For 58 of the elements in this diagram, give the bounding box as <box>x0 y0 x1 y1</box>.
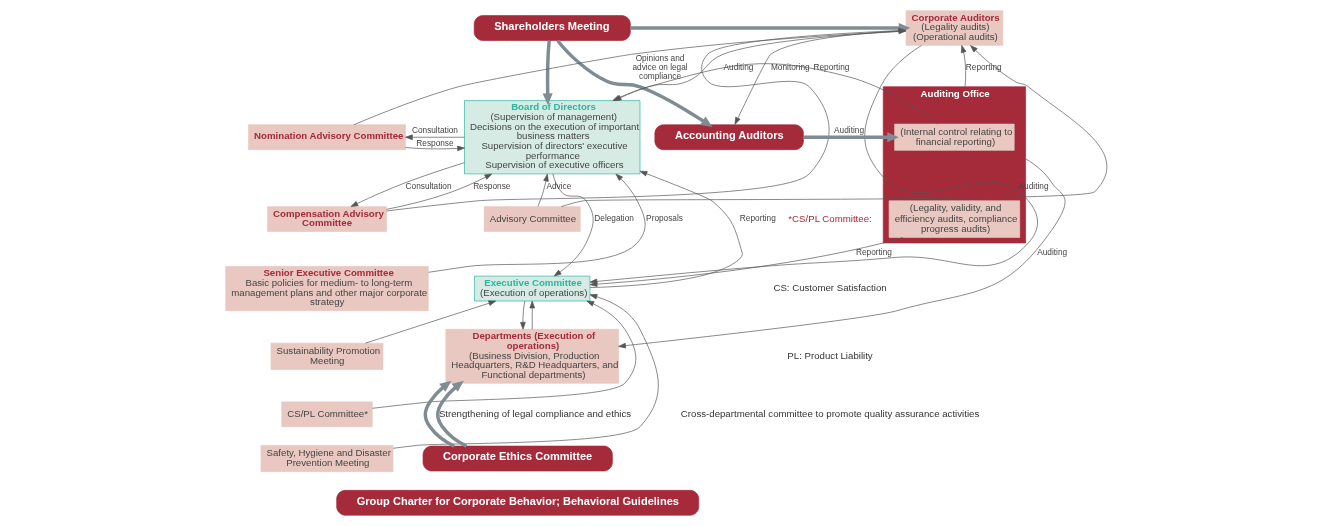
node-box: CS/PL Committee* <box>281 401 373 428</box>
arrow <box>552 173 594 277</box>
arrow <box>803 132 899 143</box>
edge-label: Reporting <box>855 247 892 258</box>
arrow <box>556 39 713 128</box>
edge-label: Consultation <box>411 124 458 135</box>
label: Strengthening of legal compliance and ethics <box>438 407 632 419</box>
arrow <box>618 158 1066 349</box>
arrow <box>405 134 465 140</box>
arrow <box>405 145 465 152</box>
node-box: Executive Committee (Execution of operations) <box>474 275 591 302</box>
arrow <box>520 300 526 330</box>
arrow <box>386 173 493 210</box>
node-box: Corporate Auditors (Legality audits) (Operational audits) <box>905 10 1004 46</box>
edge-label: Auditing <box>834 124 865 135</box>
arrow <box>392 294 659 449</box>
edge-label: Response <box>416 137 454 148</box>
edge-label: Reporting <box>739 213 776 224</box>
label: CS: Customer Satisfaction <box>773 282 887 294</box>
label: *CS/PL Committee: <box>788 212 872 224</box>
edge-label: Reporting <box>965 61 1002 72</box>
node-box: Sustainability Promotion Meeting <box>270 342 384 370</box>
edge-label: Auditing <box>723 61 754 72</box>
node-box: Accounting Auditors <box>654 124 804 151</box>
node-box: (Internal control relating to financial reporting) <box>894 123 1015 151</box>
edge-label: Monitoring <box>770 61 810 72</box>
arrow <box>350 162 465 207</box>
edge-label: Consultation <box>405 181 452 192</box>
arrow <box>537 173 549 207</box>
arrow <box>365 300 497 344</box>
label: Cross-departmental committee to promote quality assurance activities <box>680 407 980 419</box>
edge-label: Proposals <box>646 213 683 224</box>
node-box: Corporate Ethics Committee <box>422 445 613 472</box>
arrow <box>428 173 646 273</box>
arrow <box>960 45 967 88</box>
node-box: Departments (Execution of operations) (Business Division, Production Headquarters, R&D Headquarters, and Functional departments) <box>445 329 619 384</box>
node-box: Board of Directors (Supervision of management) Decisions on the execution of important business matters Supervision of directors' executive performance Supervision of executive officers <box>464 100 641 175</box>
arrow <box>423 380 455 448</box>
node-box: Nomination Advisory Committee <box>248 124 406 151</box>
node-box: (Legality, validity, and efficiency audits, compliance progress audits) <box>888 200 1021 238</box>
label: PL: Product Liability <box>787 349 873 361</box>
node-box: Advisory Committee <box>483 206 581 232</box>
arrow <box>436 380 468 448</box>
node-box: Shareholders Meeting <box>473 15 631 41</box>
node-box: Group Charter for Corporate Behavior; Behavioral Guidelines <box>336 490 700 516</box>
arrow <box>542 40 553 105</box>
edge-label: Opinions and advice on legal compliance <box>632 52 688 81</box>
node-box: Safety, Hygiene and Disaster Prevention Meeting <box>260 445 394 473</box>
arrow <box>529 300 535 330</box>
arrow <box>372 300 637 409</box>
arrow <box>560 45 1108 207</box>
edge-label: Reporting <box>813 61 850 72</box>
node-box: Compensation Advisory Committee <box>267 206 387 232</box>
edge-label: Advice <box>546 181 572 192</box>
node-box: Senior Executive Committee Basic policies for medium- to long-term management plans and other major corporate strategy <box>225 266 429 312</box>
edge-label: Response <box>473 181 511 192</box>
edge-label: Delegation <box>594 213 634 224</box>
edge-label: Auditing <box>1037 247 1068 258</box>
